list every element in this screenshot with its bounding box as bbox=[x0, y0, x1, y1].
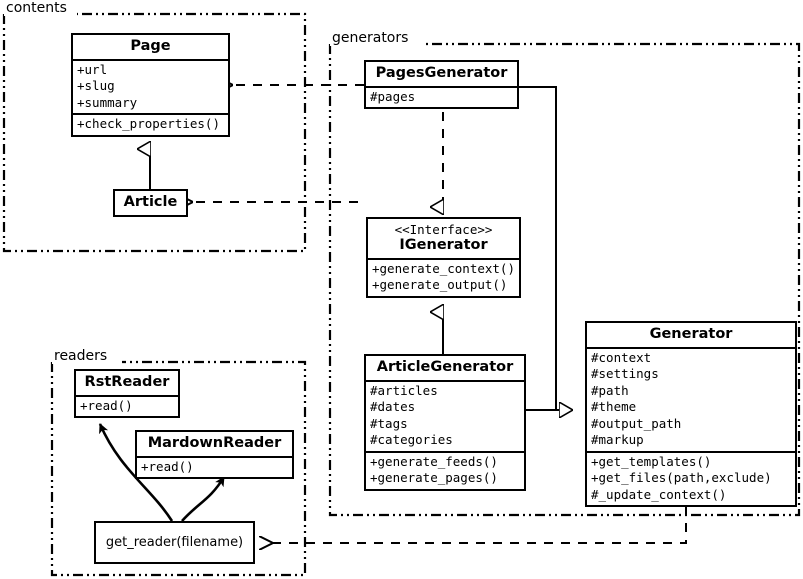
class-title-articlegenerator: ArticleGenerator bbox=[376, 359, 514, 375]
class-attributes-articlegenerator: #articles #dates #tags #categories bbox=[366, 379, 524, 451]
operation-row: +read() bbox=[141, 458, 194, 474]
attribute-row: #markup bbox=[591, 432, 644, 448]
class-box-page[interactable]: Page +url +slug +summary +check_properti… bbox=[71, 33, 230, 137]
operation-row: +read() bbox=[80, 397, 133, 413]
edge-generators-generalize-generator bbox=[519, 86, 572, 410]
package-label-generators: generators bbox=[330, 30, 411, 46]
class-box-generator[interactable]: Generator #context #settings #path #them… bbox=[585, 321, 797, 508]
class-operations-generator: +get_templates() +get_files(path,exclude… bbox=[587, 450, 795, 506]
operation-row: +generate_output() bbox=[372, 277, 508, 293]
operation-row: #_update_context() bbox=[591, 486, 727, 502]
attribute-row: #settings bbox=[591, 366, 659, 382]
class-box-article[interactable]: Article bbox=[113, 189, 188, 217]
attribute-row: #dates bbox=[370, 399, 416, 415]
class-title-igenerator: <<Interface>> IGenerator bbox=[368, 219, 519, 258]
package-label-contents: contents bbox=[4, 0, 69, 16]
class-operations-mardownreader: +read() bbox=[137, 455, 292, 478]
attribute-row: #articles bbox=[370, 382, 438, 398]
operation-row: +get_files(path,exclude) bbox=[591, 470, 772, 486]
attribute-row: #pages bbox=[370, 88, 416, 104]
class-title-article: Article bbox=[123, 194, 178, 210]
operation-row: +check_properties() bbox=[77, 116, 220, 132]
class-title-generator: Generator bbox=[649, 326, 733, 342]
class-name-igenerator: IGenerator bbox=[399, 237, 488, 253]
attribute-row: +summary bbox=[77, 94, 138, 110]
class-box-articlegenerator[interactable]: ArticleGenerator #articles #dates #tags … bbox=[364, 354, 526, 491]
class-title-rstreader: RstReader bbox=[84, 374, 170, 390]
operation-row: +generate_pages() bbox=[370, 470, 498, 486]
attribute-row: #categories bbox=[370, 432, 453, 448]
function-box-get-reader[interactable]: get_reader(filename) bbox=[94, 521, 255, 564]
operation-row: +get_templates() bbox=[591, 453, 712, 469]
edge-generator-depends-getreader bbox=[272, 506, 687, 543]
class-operations-igenerator: +generate_context() +generate_output() bbox=[368, 257, 519, 296]
class-title-page: Page bbox=[130, 38, 171, 54]
class-stereotype-igenerator: <<Interface>> bbox=[394, 222, 493, 237]
class-attributes-page: +url +slug +summary bbox=[73, 58, 228, 114]
operation-row: +generate_feeds() bbox=[370, 453, 498, 469]
function-label-get-reader: get_reader(filename) bbox=[105, 535, 244, 550]
package-label-readers: readers bbox=[52, 348, 110, 364]
attribute-row: #theme bbox=[591, 399, 637, 415]
class-title-pagesgenerator: PagesGenerator bbox=[375, 65, 508, 81]
operation-row: +generate_context() bbox=[372, 260, 515, 276]
edge-getreader-calls-mardownreader bbox=[181, 476, 226, 522]
class-attributes-generator: #context #settings #path #theme #output_… bbox=[587, 346, 795, 451]
class-box-igenerator[interactable]: <<Interface>> IGenerator +generate_conte… bbox=[366, 217, 521, 298]
attribute-row: #context bbox=[591, 349, 652, 365]
class-operations-rstreader: +read() bbox=[76, 394, 178, 417]
attribute-row: #tags bbox=[370, 415, 408, 431]
class-box-pagesgenerator[interactable]: PagesGenerator #pages bbox=[364, 60, 519, 110]
class-operations-articlegenerator: +generate_feeds() +generate_pages() bbox=[366, 450, 524, 489]
class-box-rstreader[interactable]: RstReader +read() bbox=[74, 369, 180, 419]
attribute-row: #output_path bbox=[591, 415, 682, 431]
attribute-row: #path bbox=[591, 382, 629, 398]
attribute-row: +url bbox=[77, 61, 108, 77]
class-box-mardownreader[interactable]: MardownReader +read() bbox=[135, 430, 294, 480]
attribute-row: +slug bbox=[77, 78, 115, 94]
class-operations-page: +check_properties() bbox=[73, 113, 228, 135]
class-title-mardownreader: MardownReader bbox=[147, 435, 282, 451]
class-attributes-pagesgenerator: #pages bbox=[366, 85, 517, 108]
